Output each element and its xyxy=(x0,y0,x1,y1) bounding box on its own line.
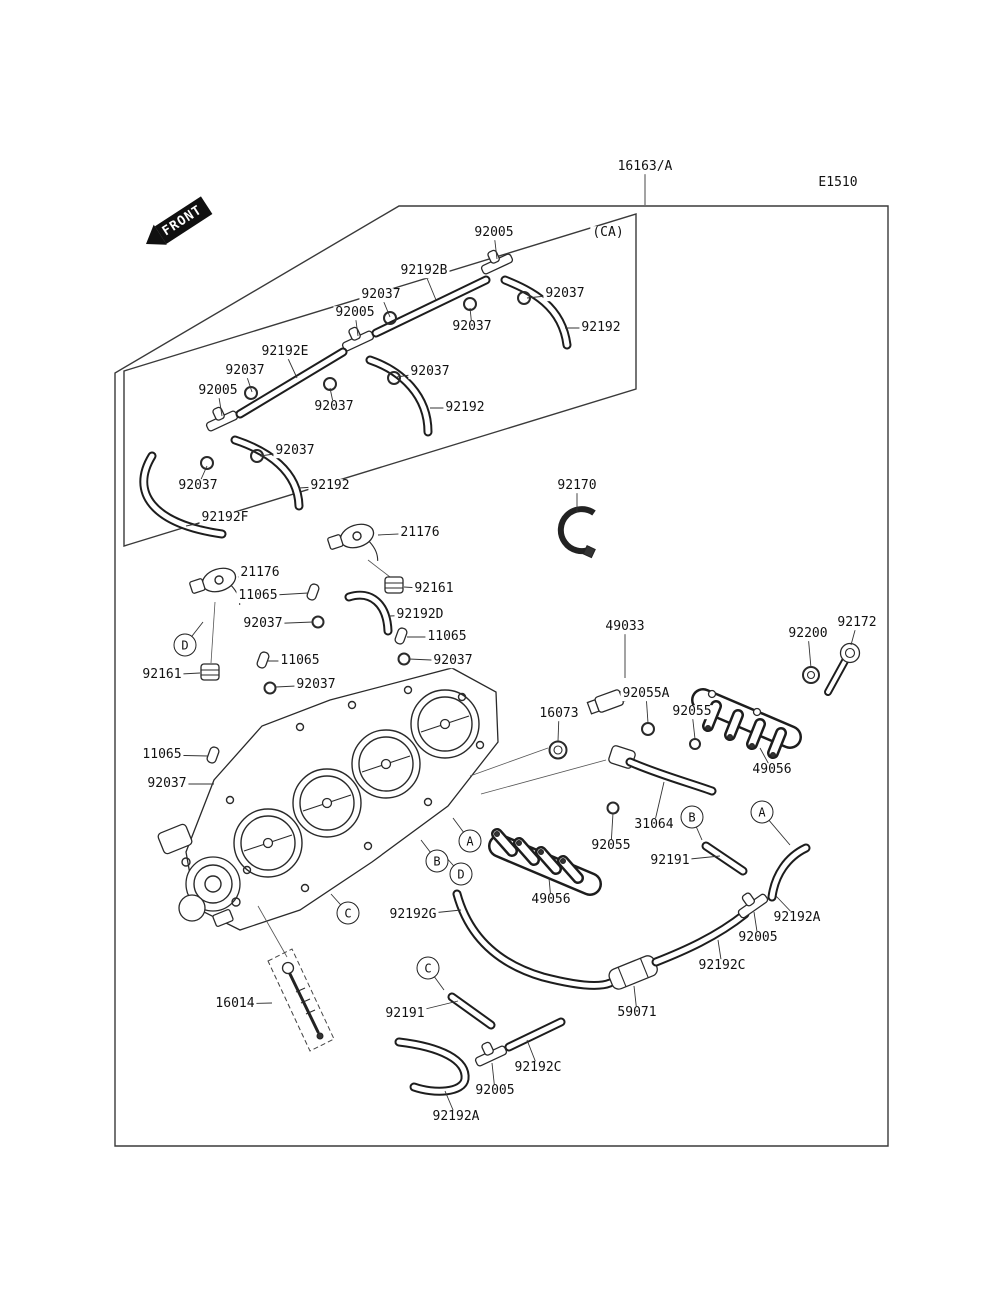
pipe-31064 xyxy=(630,762,712,791)
tee-fitting-92005 xyxy=(737,892,769,919)
throttle-bore xyxy=(292,768,362,838)
o-ring-92055 xyxy=(606,801,620,815)
sensor-21176 xyxy=(327,523,379,561)
hose-92192 xyxy=(235,440,299,506)
tee-fitting-92005 xyxy=(474,1041,508,1067)
body-screws xyxy=(225,685,485,893)
o-ring-92055 xyxy=(689,738,701,750)
leader-lines xyxy=(161,167,858,1118)
ring-16073 xyxy=(548,740,568,760)
hose-92192c xyxy=(509,1022,561,1047)
outer-border xyxy=(114,205,889,1147)
hose-92192 xyxy=(505,280,567,345)
tee-fitting-92005 xyxy=(341,326,375,352)
clamp-92170 xyxy=(557,506,596,559)
throttle-bore xyxy=(351,729,421,799)
grommets-11065 xyxy=(206,583,408,764)
tee-fitting-92005 xyxy=(480,249,514,275)
cap-92161 xyxy=(384,576,404,594)
hose-92192a xyxy=(772,848,806,897)
valve-59071 xyxy=(608,955,658,990)
washer-92200 xyxy=(802,666,820,684)
hose-92192a xyxy=(399,1042,465,1091)
hose-92192d xyxy=(349,595,388,631)
hose-92191 xyxy=(706,846,743,871)
throttle-actuator xyxy=(157,823,241,927)
throttle-body xyxy=(185,667,499,931)
o-ring-92055a xyxy=(641,722,655,736)
hose-92192c xyxy=(656,914,745,962)
bolt-92172 xyxy=(824,642,861,696)
sensor-21176 xyxy=(189,567,241,605)
cap-92161 xyxy=(200,663,220,681)
hose-92192g xyxy=(457,894,610,985)
throttle-bore xyxy=(410,689,480,759)
fuel-rail-lower xyxy=(488,828,602,896)
throttle-bore xyxy=(233,808,303,878)
hose-92192 xyxy=(370,360,428,432)
injector-assembly-49033 xyxy=(548,686,713,815)
screw-set-16014 xyxy=(267,948,335,1052)
hose-kit-box xyxy=(123,213,637,547)
fuel-rail-upper xyxy=(691,688,802,759)
hose-92192e xyxy=(240,352,343,414)
hose-kit-group xyxy=(144,249,567,534)
